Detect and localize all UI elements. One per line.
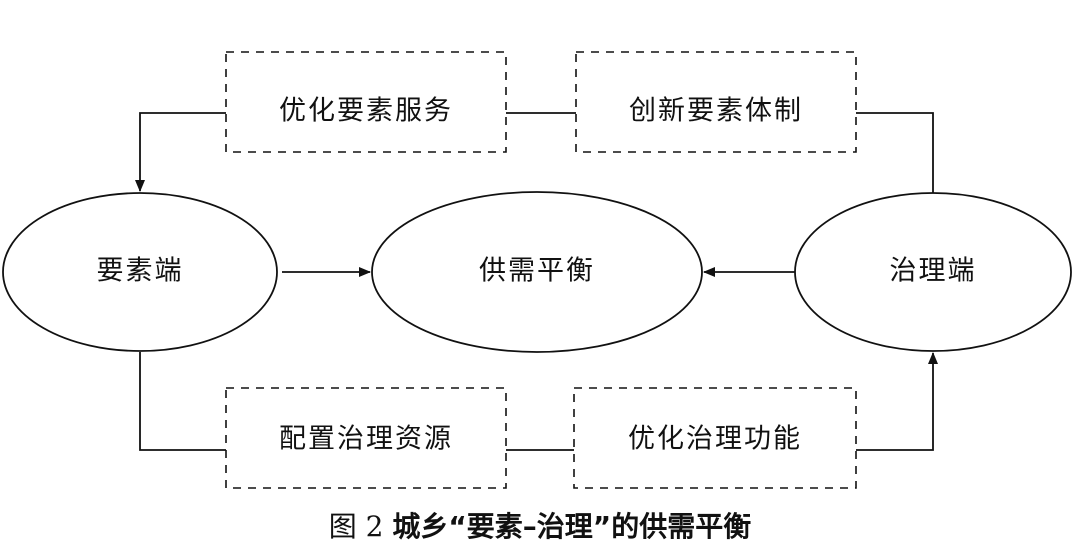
innovate-factor-system-label: 创新要素体制 <box>629 96 803 127</box>
innovate-factor-system-box <box>575 51 857 153</box>
optimize-governance-functions-box <box>573 387 857 489</box>
allocate-governance-resources-box <box>225 387 507 489</box>
optimize-factor-services-box <box>225 51 507 153</box>
connector-governance-to-innovate <box>856 112 934 193</box>
arrow-functions-to-governance-end <box>856 352 938 451</box>
factor-end-label: 要素端 <box>97 256 184 287</box>
governance-end-label: 治理端 <box>890 256 977 287</box>
connector-factor-end-to-allocate <box>139 352 226 451</box>
figure-number: 图 2 <box>328 510 384 543</box>
allocate-governance-resources-label: 配置治理资源 <box>279 424 453 455</box>
figure-title: 城乡“要素–治理”的供需平衡 <box>392 510 752 543</box>
optimize-governance-functions-label: 优化治理功能 <box>628 424 802 455</box>
arrow-optimize-to-factor-end <box>135 112 226 192</box>
supply-demand-label: 供需平衡 <box>479 256 595 287</box>
figure-caption: 图 2 城乡“要素–治理”的供需平衡 <box>0 500 1080 554</box>
supply-demand-ellipse <box>371 191 703 353</box>
factor-end-ellipse <box>2 192 278 352</box>
optimize-factor-services-label: 优化要素服务 <box>279 96 453 127</box>
